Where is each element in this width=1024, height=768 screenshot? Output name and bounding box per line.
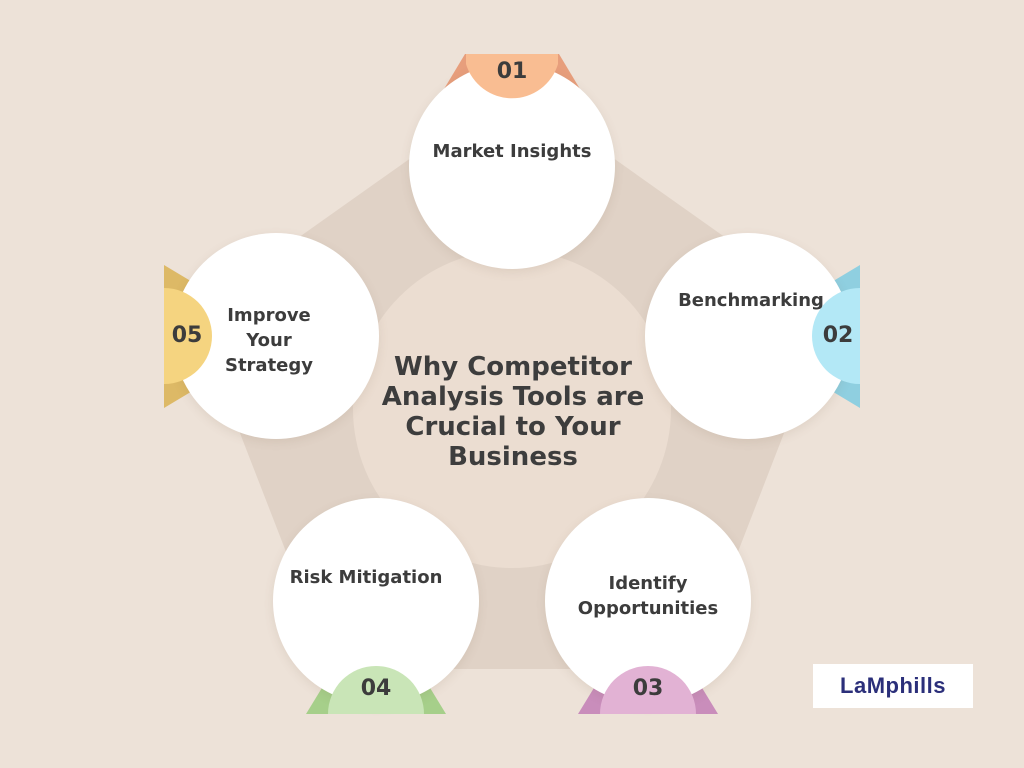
step-number: 01 xyxy=(496,59,528,84)
step-number: 05 xyxy=(171,323,203,348)
step-number: 02 xyxy=(822,323,854,348)
step-label: Identify Opportunities xyxy=(577,573,719,619)
diagram-title: Why Competitor Analysis Tools are Crucia… xyxy=(381,352,645,472)
step-label: Risk Mitigation xyxy=(289,567,443,588)
step-number: 03 xyxy=(632,676,664,701)
step-label: Market Insights xyxy=(432,141,592,162)
logo-text: LaMphills xyxy=(840,673,946,698)
brand-logo: LaMphills xyxy=(813,664,973,708)
step-label: Improve Your Strategy xyxy=(224,305,314,376)
step-label: Benchmarking xyxy=(678,290,824,311)
step-number: 04 xyxy=(360,676,392,701)
